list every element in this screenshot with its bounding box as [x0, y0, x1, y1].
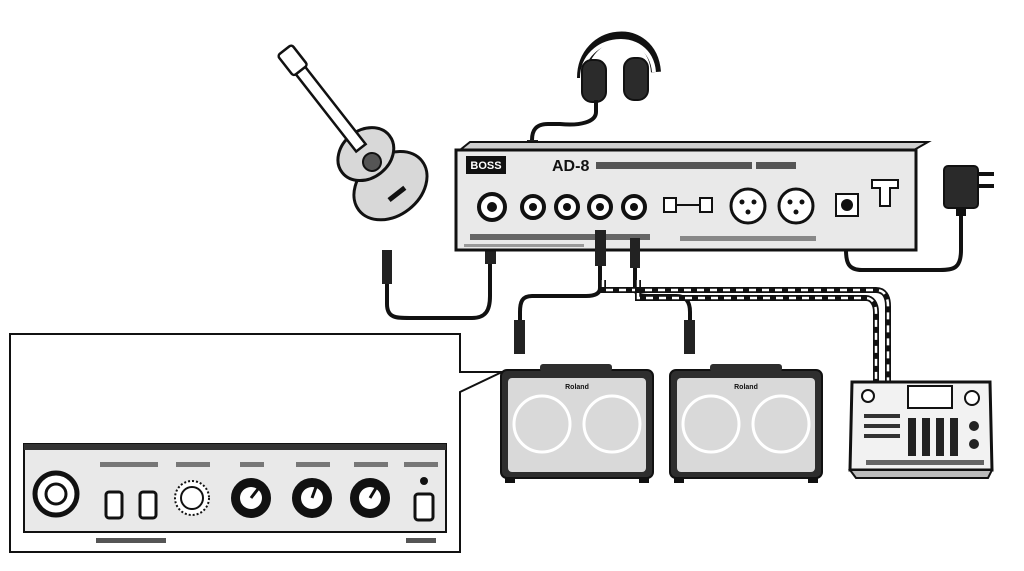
- guitar-cable: [385, 262, 492, 320]
- amplifier-icon: Roland: [669, 364, 823, 483]
- guitar-cable-plug: [382, 250, 392, 284]
- panel-button: [104, 490, 124, 520]
- headphone-cable: [530, 100, 598, 150]
- headphones-icon: [577, 31, 661, 103]
- knob-bass: [231, 478, 271, 518]
- acoustic-guitar-icon: [277, 44, 429, 222]
- jack-row: [477, 192, 647, 222]
- model-label: AD-8: [552, 158, 589, 175]
- panel-button: [413, 492, 435, 522]
- cable-to-mixer: [600, 280, 891, 382]
- knob-volume: [174, 480, 210, 516]
- ad8-unit: BOSS AD-8: [454, 141, 932, 252]
- output-plug-b: [630, 238, 640, 268]
- knob-middle: [292, 478, 332, 518]
- output-plug-a: [595, 230, 606, 266]
- amp-brand-left: Roland: [565, 384, 589, 391]
- amp-brand-right: Roland: [734, 384, 758, 391]
- top-panel-callout: [9, 333, 503, 553]
- knob-treble: [350, 478, 390, 518]
- indicator-led: [420, 477, 428, 485]
- cable-to-amp-left: [518, 266, 602, 322]
- panel-button: [138, 490, 158, 520]
- brand-logo-box: [466, 156, 506, 174]
- amplifier-icon: Roland: [500, 364, 654, 483]
- adapter-cable: [844, 216, 963, 272]
- ac-adapter-icon: [943, 165, 994, 216]
- mixer-icon: [848, 380, 994, 479]
- brand-logo: BOSS: [470, 160, 501, 172]
